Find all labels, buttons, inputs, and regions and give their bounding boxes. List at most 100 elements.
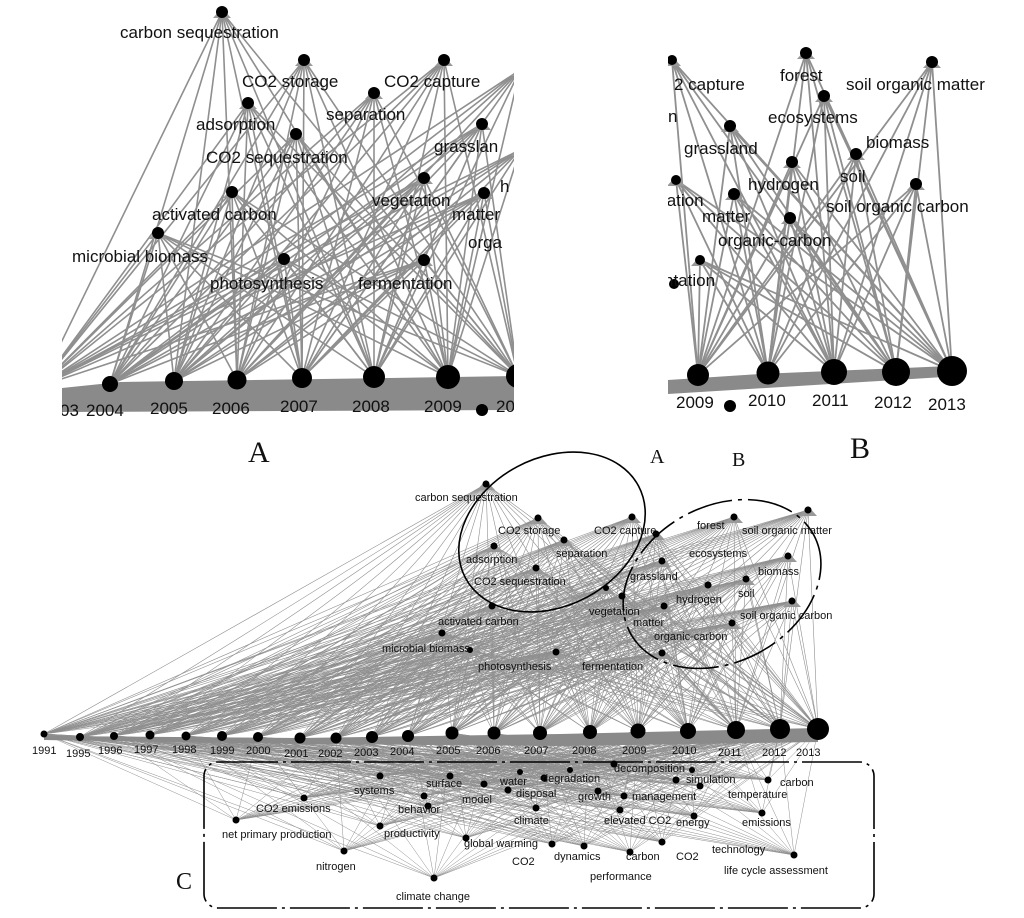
edge [491, 605, 541, 734]
edge [687, 622, 733, 732]
edge [491, 605, 737, 731]
edge [299, 652, 663, 739]
edge [605, 587, 639, 732]
edge [451, 578, 747, 734]
node [652, 530, 660, 538]
node [300, 794, 308, 802]
node [728, 188, 740, 200]
edge [493, 587, 607, 734]
edge [469, 649, 495, 734]
year-label: 2007 [524, 745, 548, 757]
edge [661, 652, 781, 730]
edge [235, 737, 337, 821]
node [689, 767, 695, 773]
edge [469, 649, 737, 731]
zoom-b-term-labels: 2 capture forest soil organic matter eco… [662, 66, 985, 290]
edge [589, 731, 795, 856]
edge [731, 622, 737, 731]
edge [407, 632, 443, 737]
edge [589, 587, 607, 733]
edge [299, 649, 471, 739]
edge [109, 177, 425, 385]
node [515, 145, 525, 155]
main-upper-term-labels: carbon sequestration CO2 storage CO2 cap… [382, 492, 832, 673]
node [658, 557, 666, 565]
edge [113, 652, 663, 737]
term-label: forest [697, 520, 725, 532]
node [110, 732, 118, 740]
edge [185, 652, 663, 737]
year-label: 2010 [672, 745, 696, 757]
node [226, 186, 238, 198]
edge [745, 578, 819, 730]
edge [791, 161, 953, 372]
edge [62, 258, 285, 376]
edge [493, 560, 663, 734]
edge [493, 584, 709, 734]
edge [731, 622, 781, 730]
edge [335, 605, 493, 739]
edge [371, 605, 665, 738]
edge [823, 95, 953, 372]
edge [661, 652, 819, 730]
edge [605, 587, 689, 732]
edge [343, 732, 495, 852]
edge [451, 732, 553, 845]
edge [149, 632, 443, 736]
edge [589, 516, 735, 733]
edge [493, 578, 747, 734]
edge [661, 652, 689, 732]
main-year-band [44, 728, 818, 746]
year-label: 20 [496, 397, 515, 416]
edge [465, 728, 819, 839]
edge [807, 509, 819, 730]
node [672, 776, 680, 784]
term-label: adsorption [196, 115, 275, 134]
term-label: ecosystems [689, 548, 748, 560]
year-label: 2009 [622, 745, 646, 757]
edge [697, 259, 701, 376]
term-label: productivity [384, 828, 440, 840]
edge [629, 729, 737, 853]
edge [605, 587, 781, 730]
edge [493, 622, 733, 734]
edge [173, 259, 425, 382]
edge [469, 649, 819, 730]
edge [185, 735, 585, 847]
year-label: 2008 [352, 397, 390, 416]
term-label: net primary production [222, 829, 331, 841]
edge [43, 533, 657, 735]
zoom-a-nodes [102, 6, 525, 416]
node [253, 732, 263, 742]
edge [621, 595, 737, 731]
zoom-a-term-labels: carbon sequestration CO2 storage CO2 cap… [72, 23, 509, 293]
edge [441, 632, 737, 731]
edge [335, 737, 631, 853]
edge [539, 732, 663, 843]
edge [655, 533, 781, 730]
node [216, 6, 228, 18]
edge [221, 651, 557, 737]
edge [235, 729, 737, 821]
edge [283, 258, 375, 378]
edge [236, 192, 485, 381]
term-label: water [499, 776, 527, 788]
edge [551, 729, 737, 845]
edge [79, 652, 663, 738]
edge [465, 732, 495, 839]
edge [185, 735, 467, 839]
edge [113, 516, 735, 737]
edge [493, 732, 695, 817]
year-label: 2009 [676, 393, 714, 412]
edge [113, 517, 539, 737]
year-label: 2013 [796, 747, 820, 759]
edge [109, 232, 159, 385]
node [430, 874, 438, 882]
node [290, 128, 302, 140]
term-label: tation [662, 191, 704, 210]
node [438, 629, 446, 637]
zoom-b-year-band [668, 366, 960, 394]
edge [62, 191, 233, 365]
year-label: 03 [60, 401, 79, 420]
node [690, 812, 698, 820]
